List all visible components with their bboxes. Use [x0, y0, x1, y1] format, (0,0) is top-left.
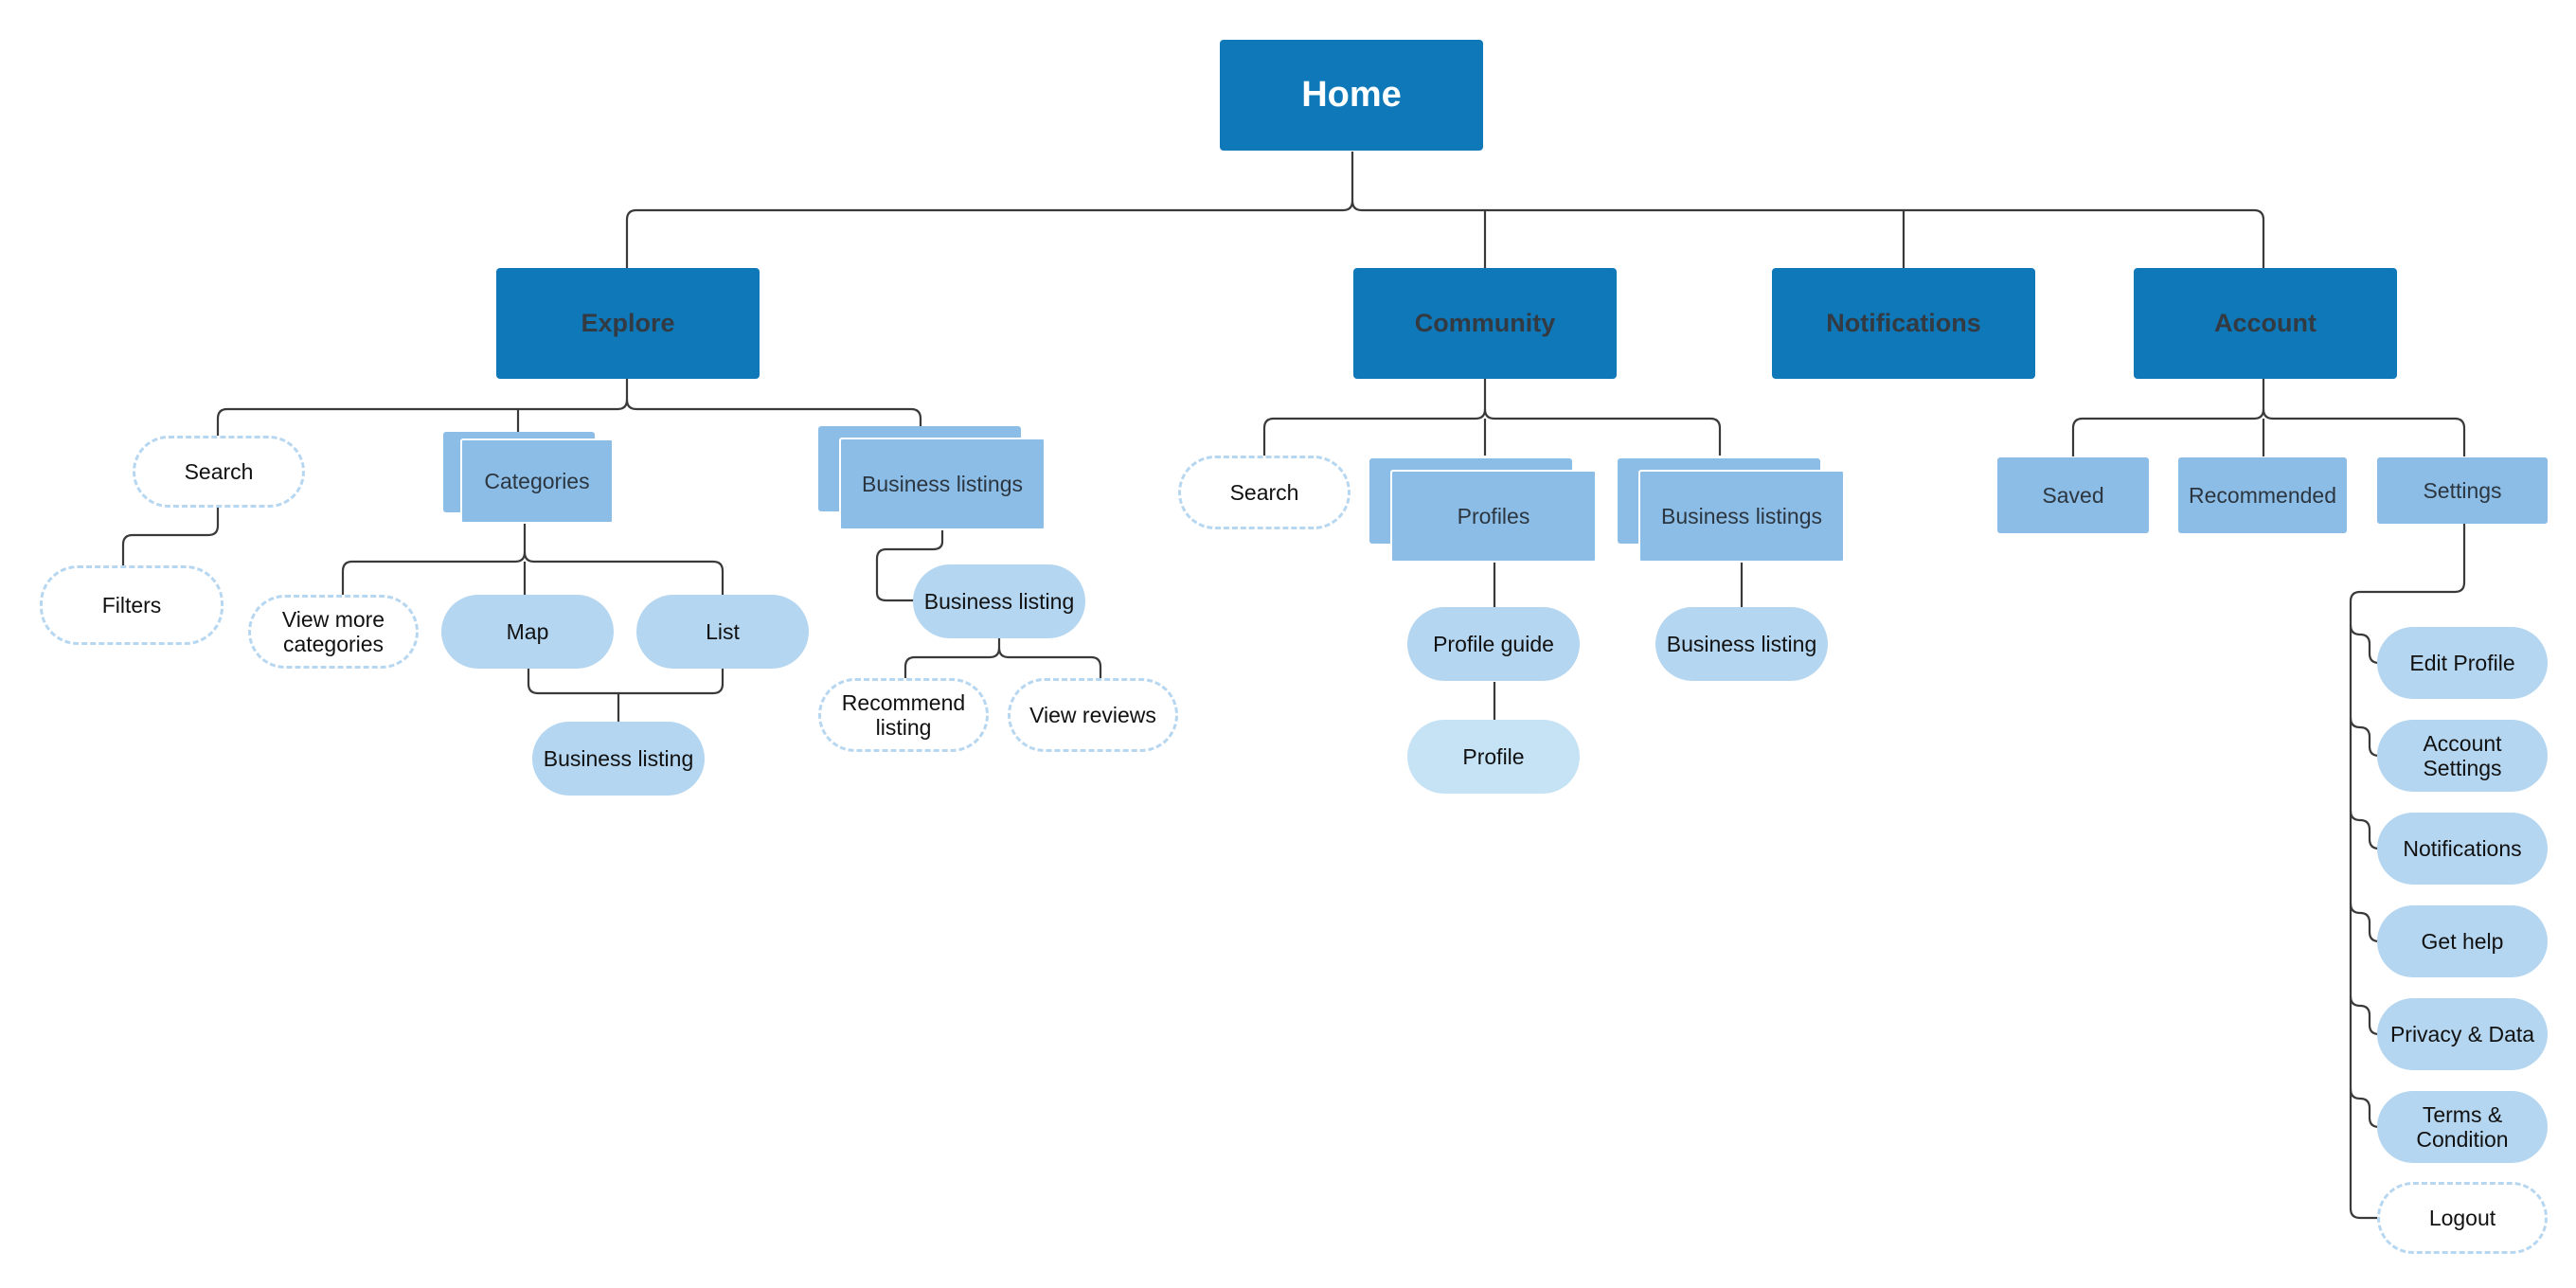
- explore-search-node[interactable]: Search: [133, 436, 305, 508]
- categories-node[interactable]: Categories: [460, 438, 614, 524]
- view-reviews-node[interactable]: View reviews: [1008, 678, 1178, 752]
- filters-node[interactable]: Filters: [40, 565, 224, 645]
- community-node[interactable]: Community: [1353, 268, 1617, 379]
- community-search-node[interactable]: Search: [1178, 456, 1351, 529]
- map-node[interactable]: Map: [441, 595, 614, 669]
- notifications-node[interactable]: Notifications: [1772, 268, 2035, 379]
- account-node[interactable]: Account: [2134, 268, 2397, 379]
- recommended-node[interactable]: Recommended: [2178, 457, 2347, 533]
- settings-item-account-settings[interactable]: Account Settings: [2377, 720, 2548, 792]
- explore-business-listing-node[interactable]: Business listing: [913, 564, 1085, 638]
- profiles-node[interactable]: Profiles: [1390, 470, 1597, 563]
- view-more-categories-node[interactable]: View more categories: [248, 595, 419, 669]
- profile-guide-node[interactable]: Profile guide: [1407, 607, 1580, 681]
- settings-item-edit-profile[interactable]: Edit Profile: [2377, 627, 2548, 699]
- community-business-listing-node[interactable]: Business listing: [1655, 607, 1828, 681]
- settings-item-notifications[interactable]: Notifications: [2377, 813, 2548, 885]
- list-node[interactable]: List: [636, 595, 809, 669]
- community-business-listings-node[interactable]: Business listings: [1638, 470, 1845, 563]
- settings-item-logout[interactable]: Logout: [2377, 1182, 2548, 1254]
- profile-node[interactable]: Profile: [1407, 720, 1580, 794]
- settings-item-get-help[interactable]: Get help: [2377, 905, 2548, 977]
- explore-node[interactable]: Explore: [496, 268, 760, 379]
- categories-business-listing-node[interactable]: Business listing: [532, 722, 705, 796]
- settings-item-privacy-data[interactable]: Privacy & Data: [2377, 998, 2548, 1070]
- explore-business-listings-node[interactable]: Business listings: [839, 438, 1046, 530]
- recommend-listing-node[interactable]: Recommend listing: [818, 678, 989, 752]
- saved-node[interactable]: Saved: [1997, 457, 2149, 533]
- settings-item-terms-condition[interactable]: Terms & Condition: [2377, 1091, 2548, 1163]
- settings-node[interactable]: Settings: [2377, 457, 2548, 524]
- home-node[interactable]: Home: [1220, 40, 1483, 151]
